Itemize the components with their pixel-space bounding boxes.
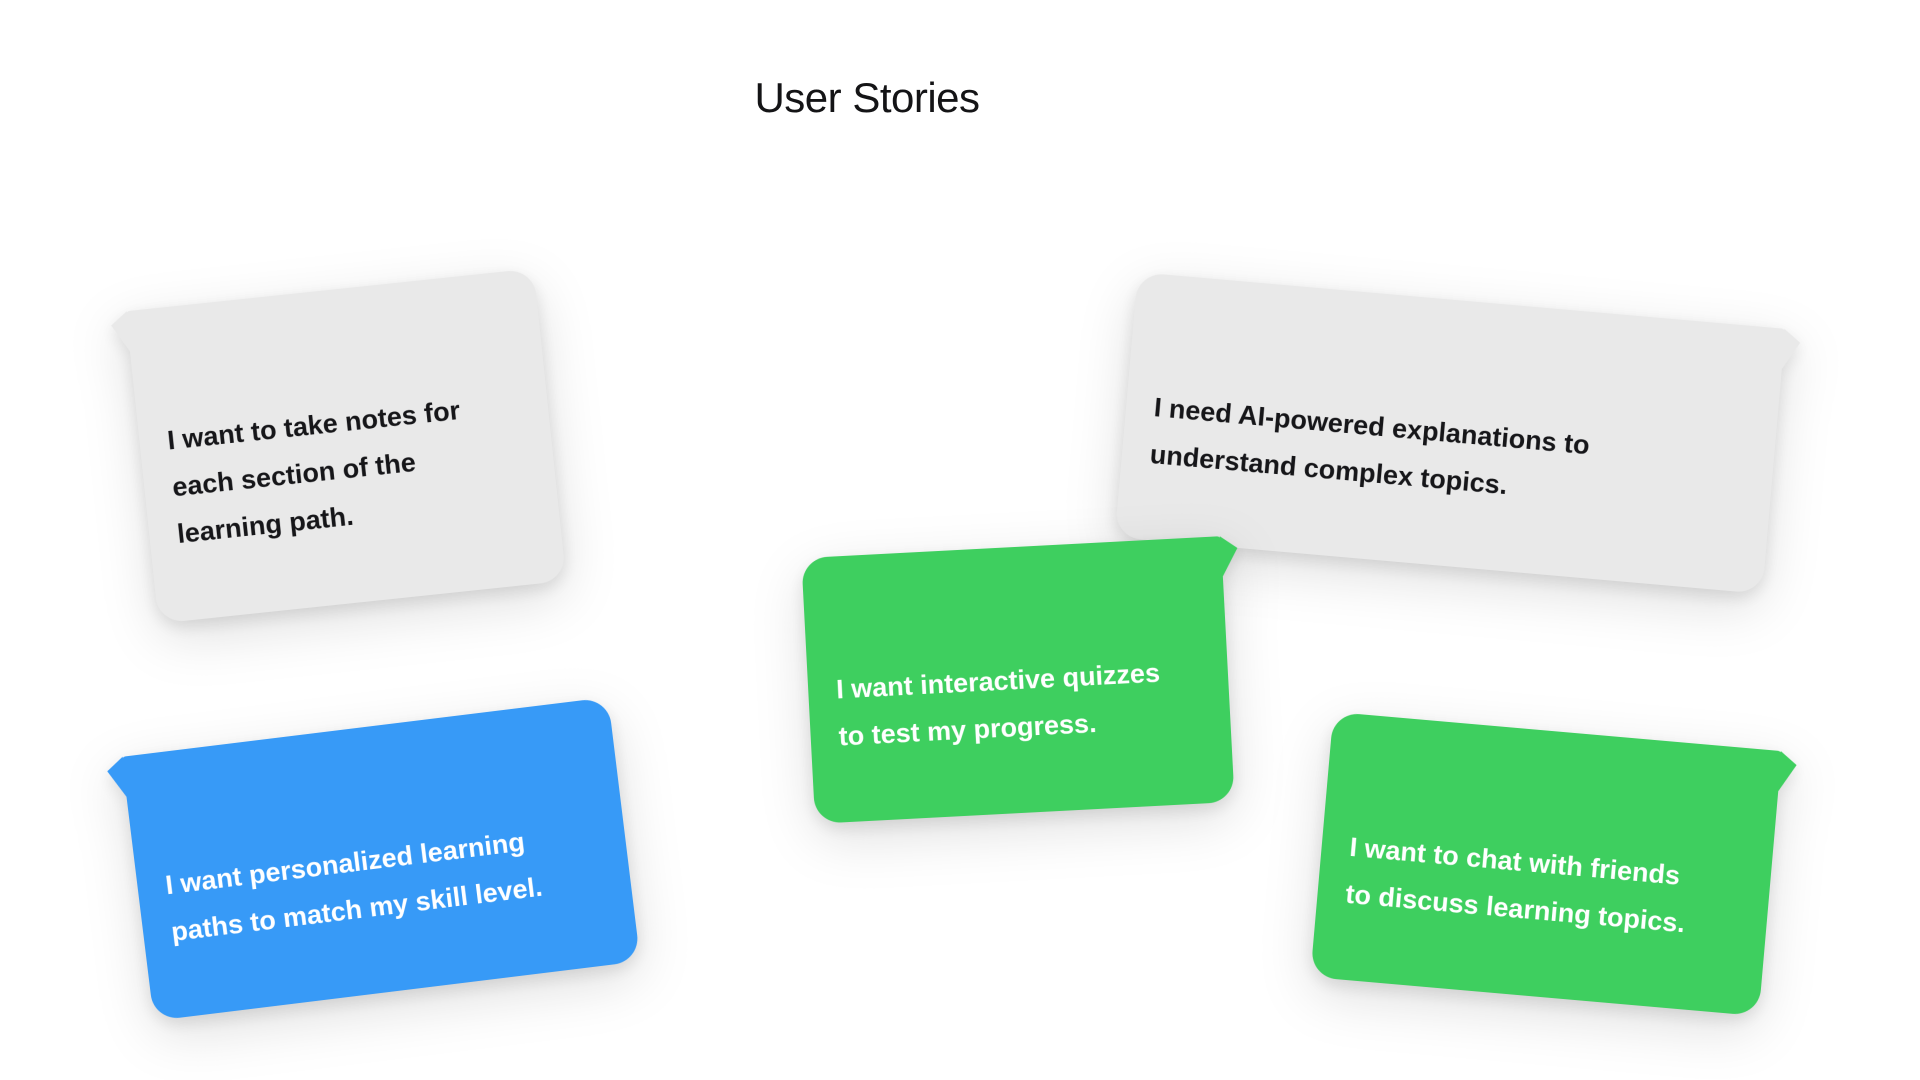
user-story-bubble-take-notes[interactable]: I want to take notes for each section of… bbox=[126, 268, 567, 624]
user-story-text: I need AI-powered explanations to unders… bbox=[1148, 391, 1591, 500]
user-story-bubble-interactive-quizzes[interactable]: I want interactive quizzes to test my pr… bbox=[801, 536, 1234, 825]
user-story-text: I want to take notes for each section of… bbox=[165, 394, 462, 550]
bubble-tail bbox=[106, 757, 128, 801]
bubble-tail bbox=[110, 311, 131, 355]
user-story-text: I want personalized learning paths to ma… bbox=[163, 825, 544, 947]
user-story-bubble-chat-with-friends[interactable]: I want to chat with friends to discuss l… bbox=[1310, 711, 1781, 1017]
user-story-text: I want to chat with friends to discuss l… bbox=[1344, 831, 1687, 939]
page-title: User Stories bbox=[754, 74, 980, 121]
user-story-bubble-personalized-paths[interactable]: I want personalized learning paths to ma… bbox=[122, 697, 641, 1022]
bubble-tail bbox=[1781, 329, 1802, 372]
user-story-text: I want interactive quizzes to test my pr… bbox=[835, 657, 1161, 752]
bubble-tail bbox=[1777, 751, 1798, 794]
